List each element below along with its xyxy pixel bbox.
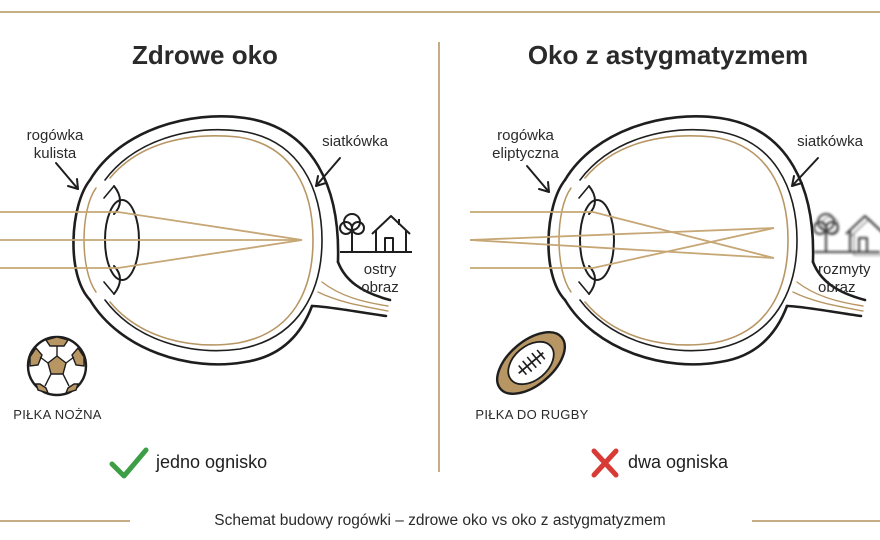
right-light-rays bbox=[469, 211, 775, 269]
bottom-rule-right bbox=[752, 520, 880, 522]
figure-caption: Schemat budowy rogówki – zdrowe oko vs o… bbox=[214, 512, 666, 529]
bottom-rule-left bbox=[0, 520, 130, 522]
left-panel-title: Zdrowe oko bbox=[132, 40, 278, 70]
right-cornea-label: rogówka eliptyczna bbox=[492, 127, 559, 162]
left-ball-label: PIŁKA NOŻNA bbox=[13, 407, 102, 422]
checkmark-icon bbox=[109, 447, 149, 479]
soccer-ball-icon bbox=[26, 335, 88, 397]
right-arrows bbox=[526, 157, 819, 193]
right-panel-title: Oko z astygmatyzmem bbox=[527, 40, 809, 70]
left-image-label: ostry obraz bbox=[361, 261, 399, 296]
house-tree-icon-blurred bbox=[813, 213, 880, 256]
house-tree-icon-sharp bbox=[339, 213, 412, 253]
top-rule bbox=[0, 11, 880, 13]
right-ball-label: PIŁKA DO RUGBY bbox=[475, 407, 589, 422]
panel-divider bbox=[438, 42, 440, 472]
left-light-rays bbox=[0, 211, 303, 269]
right-verdict: dwa ogniska bbox=[628, 452, 729, 472]
cross-icon bbox=[591, 448, 619, 478]
left-cornea-label: rogówka kulista bbox=[26, 127, 84, 162]
right-image-label: rozmyty obraz bbox=[818, 261, 871, 296]
right-retina-label: siatkówka bbox=[797, 133, 863, 150]
left-verdict: jedno ognisko bbox=[156, 452, 268, 472]
left-retina-label: siatkówka bbox=[322, 133, 388, 150]
rugby-ball-icon bbox=[496, 331, 566, 395]
left-arrows bbox=[55, 157, 341, 190]
